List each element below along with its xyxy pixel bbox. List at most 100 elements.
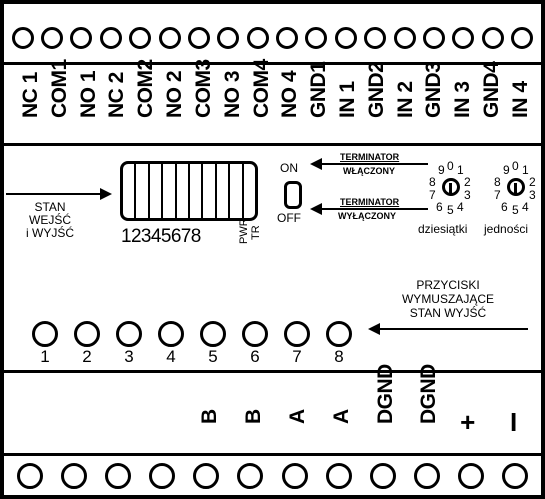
rotary-digit: 1	[457, 163, 464, 177]
divider	[4, 143, 541, 146]
arrow-left-icon	[310, 203, 322, 215]
rotary-digit: 8	[429, 175, 436, 189]
bottom-terminal-row	[8, 463, 537, 489]
push-button	[200, 321, 226, 347]
top-label-row: NC 1 COM1 NO 1 NC 2 COM2 NO 2 COM3 NO 3 …	[19, 59, 532, 142]
terminal-label: GND1	[307, 61, 331, 118]
terminal	[334, 27, 357, 49]
push-button	[242, 321, 268, 347]
terminal	[237, 463, 264, 489]
arrow-right-icon	[100, 188, 112, 200]
dip-switch	[163, 164, 177, 218]
buttons-label-line1: PRZYCISKI	[416, 278, 480, 292]
terminator-off-line2: WYŁĄCZONY	[338, 211, 396, 221]
terminal	[305, 27, 328, 49]
terminal-label: DGND	[373, 364, 397, 424]
terminal	[281, 463, 308, 489]
terminal-label: GND3	[422, 61, 446, 118]
terminator-off-line1: TERMINATOR	[340, 197, 400, 207]
rotary-digit: 6	[436, 200, 443, 214]
terminal	[149, 463, 176, 489]
dip-switch	[203, 164, 217, 218]
dip-switch	[177, 164, 191, 218]
dip-switch	[217, 164, 231, 218]
button-number: 4	[166, 347, 176, 366]
rotary-digit: 1	[522, 163, 529, 177]
status-label-line1: STAN	[34, 200, 66, 214]
rotary-digit: 7	[429, 188, 436, 202]
dip-switch-block	[120, 161, 258, 221]
terminal-label: B	[198, 409, 222, 424]
rotary-digit: 0	[512, 159, 519, 173]
terminal-label: COM3	[191, 59, 215, 118]
terminator-on-line2: WŁĄCZONY	[343, 166, 395, 176]
divider	[4, 62, 541, 65]
button-number: 8	[334, 347, 344, 366]
switch-off-label: OFF	[277, 211, 301, 225]
terminal	[129, 27, 152, 49]
push-button	[284, 321, 310, 347]
arrow-line	[320, 163, 428, 165]
terminal	[217, 27, 240, 49]
terminal	[11, 27, 34, 49]
rotary-digit: 9	[438, 163, 445, 177]
rotary-digit: 3	[464, 188, 471, 202]
rotary-dial	[442, 178, 460, 196]
terminal-label: B	[242, 409, 266, 424]
terminal	[61, 463, 88, 489]
terminal-label: +	[460, 407, 475, 437]
push-button-row	[32, 321, 352, 347]
terminal	[158, 27, 181, 49]
dip-switch	[123, 164, 137, 218]
rotary-tens-label: dziesiątki	[418, 222, 468, 236]
terminal	[105, 463, 132, 489]
status-label-line3: i WYJŚĆ	[26, 226, 74, 240]
terminal-label	[20, 376, 50, 448]
terminal	[501, 463, 528, 489]
buttons-label-line2: WYMUSZAJĄCE	[401, 292, 494, 306]
rotary-digit: 4	[522, 200, 529, 214]
push-button	[32, 321, 58, 347]
terminal	[422, 27, 445, 49]
terminal-label: COM4	[249, 59, 273, 118]
terminal-label: COM2	[134, 59, 158, 118]
terminal-label: DGND	[417, 364, 441, 424]
status-label-line2: WEJŚĆ	[29, 213, 71, 227]
terminal-label	[64, 376, 94, 448]
bottom-label-row: B B A A DGND DGND + I	[20, 364, 532, 448]
terminal-label: NC 1	[19, 72, 42, 118]
terminal	[369, 463, 396, 489]
terminal	[246, 27, 269, 49]
rotary-digit: 3	[529, 188, 536, 202]
terminal	[452, 27, 475, 49]
divider	[4, 453, 541, 456]
rotary-units-label: jedności	[484, 222, 529, 236]
rotary-digit: 7	[494, 188, 501, 202]
switch-on-label: ON	[280, 161, 298, 175]
terminal	[393, 27, 416, 49]
terminal	[17, 463, 44, 489]
terminal	[41, 27, 64, 49]
rotary-digit: 4	[457, 200, 464, 214]
terminal	[70, 27, 93, 49]
button-number: 3	[124, 347, 134, 366]
terminal-label: A	[285, 409, 309, 424]
terminal-label	[108, 376, 138, 448]
push-button	[158, 321, 184, 347]
rotary-digit: 2	[464, 175, 471, 189]
terminal	[511, 27, 534, 49]
dip-switch	[136, 164, 150, 218]
arrow-line	[378, 328, 528, 330]
terminal-label: IN 1	[335, 81, 359, 118]
top-terminal-row	[8, 27, 537, 49]
terminal-label: IN 3	[451, 81, 475, 118]
terminal-label: COM1	[47, 59, 71, 118]
push-button	[74, 321, 100, 347]
terminal-label: A	[329, 409, 353, 424]
button-number: 1	[40, 347, 50, 366]
rotary-digit: 6	[501, 200, 508, 214]
terminal-label	[151, 376, 181, 448]
terminator-on-line1: TERMINATOR	[340, 152, 400, 162]
terminal-label: NC 2	[105, 72, 129, 118]
